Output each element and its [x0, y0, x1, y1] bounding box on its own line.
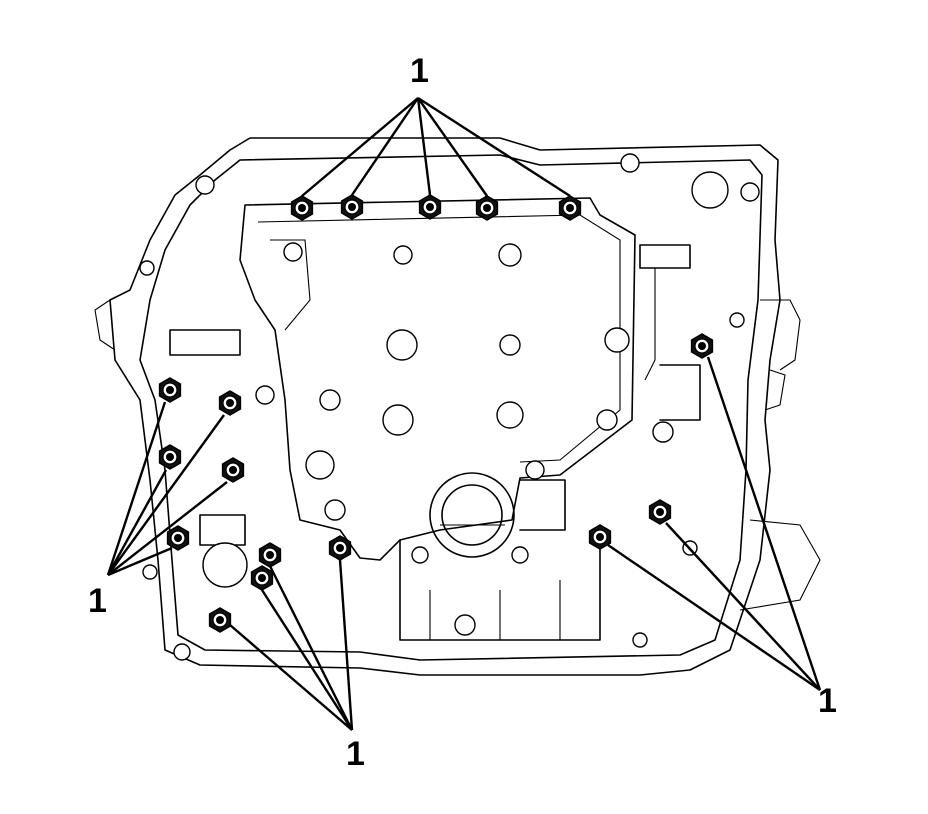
- bolt-icon: [340, 194, 364, 220]
- bolt-icon: [475, 195, 499, 221]
- filter-boss: [399, 472, 601, 641]
- bolt-icon: [166, 525, 190, 551]
- bolt-icon: [218, 390, 242, 416]
- bolt-icon: [258, 542, 282, 568]
- bolt-icon: [208, 607, 232, 633]
- callout-label-bottom: 1: [346, 735, 365, 773]
- bolt-icon: [418, 194, 442, 220]
- side-components: [169, 244, 701, 588]
- bolt-icon: [588, 524, 612, 550]
- callout-label-left: 1: [88, 582, 107, 620]
- leader-line: [107, 414, 225, 576]
- leader-line: [351, 97, 419, 196]
- bolt-icon: [328, 535, 352, 561]
- bolt-icon: [158, 377, 182, 403]
- leader-line: [301, 97, 419, 197]
- bolt-icon: [250, 565, 274, 591]
- transmission-case: [94, 137, 821, 676]
- leader-line: [607, 544, 821, 691]
- leader-line: [417, 97, 488, 197]
- bolt-icon: [558, 195, 582, 221]
- leader-line: [107, 546, 173, 577]
- callout-label-right: 1: [818, 682, 837, 720]
- callout-label-top: 1: [410, 52, 429, 90]
- leader-lines: [106, 96, 822, 731]
- leader-line: [417, 96, 571, 198]
- leader-line: [107, 481, 228, 576]
- leader-line: [338, 559, 354, 731]
- leader-line: [260, 589, 354, 731]
- bolt-group: [158, 194, 714, 633]
- bolt-icon: [158, 444, 182, 470]
- leader-line: [268, 565, 354, 731]
- bolt-icon: [648, 499, 672, 525]
- leader-line: [106, 401, 167, 576]
- valve-body: [239, 197, 674, 561]
- leader-line: [106, 469, 168, 576]
- bolt-icon: [690, 333, 714, 359]
- leader-line: [706, 356, 822, 691]
- bolt-icon: [221, 457, 245, 483]
- leader-line: [229, 624, 353, 731]
- leader-line: [665, 522, 821, 691]
- bolt-icon: [290, 195, 314, 221]
- leader-line: [416, 97, 432, 196]
